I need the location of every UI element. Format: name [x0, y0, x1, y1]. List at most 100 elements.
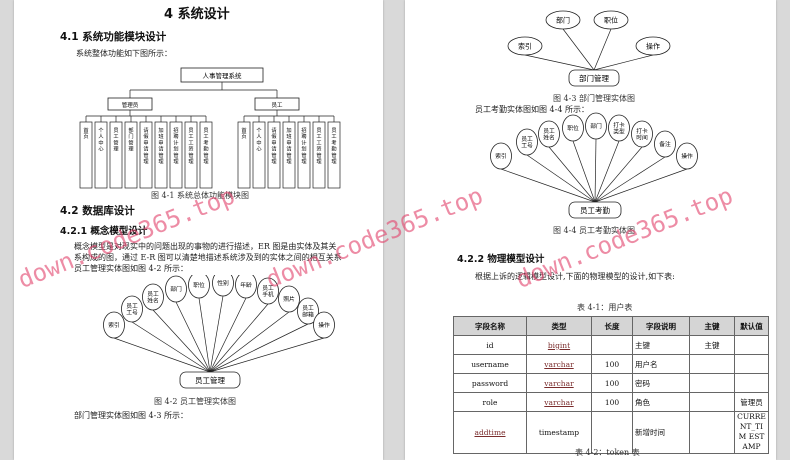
module-leaf-label: 首页	[83, 126, 88, 140]
attribute-ellipse	[278, 285, 300, 313]
section-heading-4-2-1: 4.2.1 概念模型设计	[60, 226, 148, 237]
cell-default	[734, 335, 769, 355]
attribute-ellipse	[490, 142, 512, 170]
attribute-ellipse	[142, 283, 164, 311]
module-leaf-box	[79, 121, 93, 189]
cell-length: 100	[591, 354, 633, 374]
figure-caption-4-4: 图 4-4 员工考勤实体图	[553, 226, 635, 235]
module-leaf-box	[124, 121, 138, 189]
attribute-label: 索引	[108, 321, 120, 329]
table-row: role varchar 100 角色 管理员	[453, 392, 769, 412]
cell-default	[734, 354, 769, 374]
figure-caption-4-3: 图 4-3 部门管理实体图	[553, 94, 635, 103]
module-leaf-label: 员工考勤管理	[203, 127, 209, 165]
module-leaf-label: 员工工资管理	[316, 127, 322, 165]
attribute-ellipse	[103, 311, 125, 339]
entity-label: 员工管理	[195, 375, 225, 385]
table-header-row: 字段名称 类型 长度 字段说明 主键 默认值	[453, 316, 769, 336]
attribute-label: 部门	[556, 16, 570, 25]
attribute-label: 职位	[604, 16, 618, 25]
attribute-label: 员工邮箱	[302, 305, 314, 318]
attribute-ellipse	[165, 275, 187, 303]
section-intro-physical: 根据上诉的逻辑模型设计,下面的物理模型的设计,如下表:	[475, 272, 675, 281]
cell-default: CURRENT_TIM ESTAMP	[734, 411, 769, 454]
attribute-ellipse	[545, 10, 581, 30]
attribute-ellipse	[507, 36, 543, 56]
module-leaf-label: 招聘计划管理	[301, 126, 307, 165]
attribute-label: 员工姓名	[147, 291, 159, 304]
cell-pk	[689, 354, 735, 374]
attribute-label: 部门	[170, 285, 182, 293]
module-leaf-label: 个人中心	[98, 127, 104, 153]
attribute-ellipse	[121, 295, 143, 323]
attribute-label: 操作	[318, 321, 330, 329]
attribute-label: 打卡时间	[636, 127, 648, 141]
cell-desc: 密码	[632, 373, 690, 393]
attribute-label: 职位	[193, 281, 205, 289]
attribute-label: 部门	[590, 122, 602, 130]
col-header-default: 默认值	[734, 316, 769, 336]
function-module-diagram: 人事管理系统 管理员 员工 首页个人中心员工管理部门管理请假申请管理加班申请管理…	[79, 67, 341, 189]
attribute-label: 性别	[217, 279, 229, 287]
attribute-ellipse	[593, 10, 629, 30]
cell-field: id	[453, 335, 527, 355]
col-header-pk: 主键	[689, 316, 735, 336]
attribute-label: 员工工号	[126, 303, 138, 316]
section-heading-4-2-2: 4.2.2 物理模型设计	[457, 254, 545, 265]
table-caption-4-1: 表 4-1：用户表	[577, 303, 633, 312]
module-leaf-box	[169, 121, 183, 189]
cell-field: password	[453, 373, 527, 393]
attribute-label: 打卡类型	[613, 121, 625, 135]
attribute-ellipse	[313, 311, 335, 339]
attribute-ellipse	[631, 120, 653, 148]
cell-default: 管理员	[734, 392, 769, 412]
document-page-right: 索引部门职位操作部门管理 图 4-3 部门管理实体图 员工考勤实体图如图 4-4…	[405, 0, 776, 460]
attribute-label: 员工工号	[521, 136, 533, 149]
attribute-label: 备注	[659, 140, 671, 148]
section-heading-4-2: 4.2 数据库设计	[60, 205, 135, 217]
branch-node-admin-label: 管理员	[122, 101, 139, 109]
attribute-ellipse	[257, 277, 279, 305]
module-leaf-label: 首页	[241, 126, 246, 140]
paragraph-line-2: 系构成的图，通过 E-R 图可以清楚地描述系统涉及到的实体之间的相互关系	[74, 253, 342, 262]
er-diagram-attendance: 索引员工工号员工姓名职位部门打卡类型打卡时间备注操作员工考勤	[490, 112, 698, 219]
module-leaf-box	[109, 121, 123, 189]
cell-desc: 用户名	[632, 354, 690, 374]
attribute-ellipse	[654, 130, 676, 158]
attribute-ellipse	[635, 36, 671, 56]
table-caption-4-2: 表 4-2：token 表	[575, 448, 640, 457]
module-leaf-label: 员工管理	[113, 127, 119, 153]
attribute-label: 索引	[518, 42, 532, 51]
col-header-field: 字段名称	[453, 316, 527, 336]
section-heading-4-1: 4.1 系统功能模块设计	[60, 31, 167, 43]
cell-desc: 新增时间	[632, 411, 690, 454]
attribute-label: 索引	[495, 152, 507, 160]
figure-reference-4-3: 部门管理实体图如图 4-3 所示：	[74, 411, 188, 420]
module-leaf-box	[199, 121, 213, 189]
attribute-ellipse	[608, 114, 630, 142]
attribute-ellipse	[585, 112, 607, 140]
chapter-title: 4 系统设计	[164, 7, 230, 22]
cell-field: addtime	[453, 411, 527, 454]
attribute-ellipse	[538, 120, 560, 148]
entity-box	[179, 371, 241, 389]
attribute-label: 职位	[567, 124, 579, 132]
cell-type: timestamp	[526, 411, 592, 454]
entity-label: 部门管理	[579, 73, 609, 83]
er-diagram-department: 索引部门职位操作部门管理	[507, 10, 671, 87]
user-table: 字段名称 类型 长度 字段说明 主键 默认值 id bigint 主键 主键 u…	[453, 316, 769, 454]
attribute-ellipse	[235, 275, 257, 299]
module-leaf-label: 请假申请管理	[143, 126, 149, 165]
cell-length	[591, 411, 633, 454]
table-row: addtime timestamp 新增时间 CURRENT_TIM ESTAM…	[453, 411, 769, 454]
col-header-type: 类型	[526, 316, 592, 336]
module-leaf-label: 加班申请管理	[158, 126, 164, 165]
attribute-ellipse	[516, 128, 538, 156]
attribute-label: 年龄	[240, 281, 252, 289]
cell-desc: 主键	[632, 335, 690, 355]
module-leaf-label: 员工工资管理	[188, 127, 194, 165]
module-leaf-box	[327, 121, 341, 189]
cell-type: varchar	[526, 373, 592, 393]
entity-box	[568, 69, 620, 87]
attribute-ellipse	[188, 275, 210, 299]
